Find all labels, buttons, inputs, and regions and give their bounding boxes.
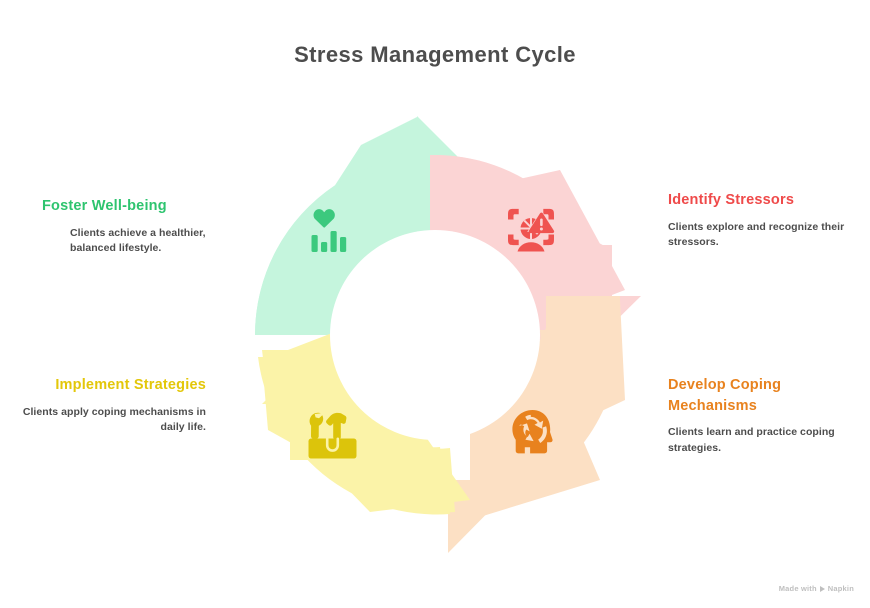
step-label-foster-well-being: Foster Well-being xyxy=(42,198,167,214)
head-refresh-icon xyxy=(512,410,553,454)
watermark: Made with Napkin xyxy=(779,584,854,593)
arc-join2-pink xyxy=(470,188,612,300)
step-text-identify-stressors: Identify Stressors Clients explore and r… xyxy=(668,190,868,251)
arc-join-peach xyxy=(470,410,600,520)
step-description-identify-stressors: Clients explore and recognize their stre… xyxy=(668,220,845,249)
step-text-develop-coping-mechanisms: Develop Coping Mechanisms Clients learn … xyxy=(668,375,870,457)
step-description-develop-coping-mechanisms: Clients learn and practice coping strate… xyxy=(668,426,835,454)
step-text-implement-strategies: Implement Strategies Clients apply copin… xyxy=(0,375,206,436)
page-title: Stress Management Cycle xyxy=(294,42,576,67)
step-label-implement-strategies: Implement Strategies xyxy=(55,377,206,393)
play-triangle-icon xyxy=(819,585,825,592)
step-text-foster-well-being: Foster Well-being Clients achieve a heal… xyxy=(24,196,224,257)
cycle-center-hole xyxy=(330,230,540,440)
step-label-develop-coping-mechanisms: Develop Coping Mechanisms xyxy=(668,377,782,414)
step-description-implement-strategies: Clients apply coping mechanisms in daily… xyxy=(22,405,206,434)
brain-scan-warning-icon xyxy=(508,208,556,252)
cycle-segment-implement-strategies[interactable] xyxy=(258,330,470,515)
heart-bar-chart-icon xyxy=(311,209,347,252)
watermark-brand: Napkin xyxy=(827,584,854,593)
toolbox-wrench-hammer-icon xyxy=(308,412,357,459)
step-label-identify-stressors: Identify Stressors xyxy=(668,192,795,208)
arc-join-green xyxy=(300,140,470,300)
arc-join2-yellow xyxy=(300,400,470,512)
cycle-segment-foster-well-being[interactable] xyxy=(254,116,489,335)
step-description-foster-well-being: Clients achieve a healthier, balanced li… xyxy=(70,226,206,255)
watermark-prefix: Made with xyxy=(778,584,817,593)
arc-join2-peach xyxy=(480,300,625,440)
